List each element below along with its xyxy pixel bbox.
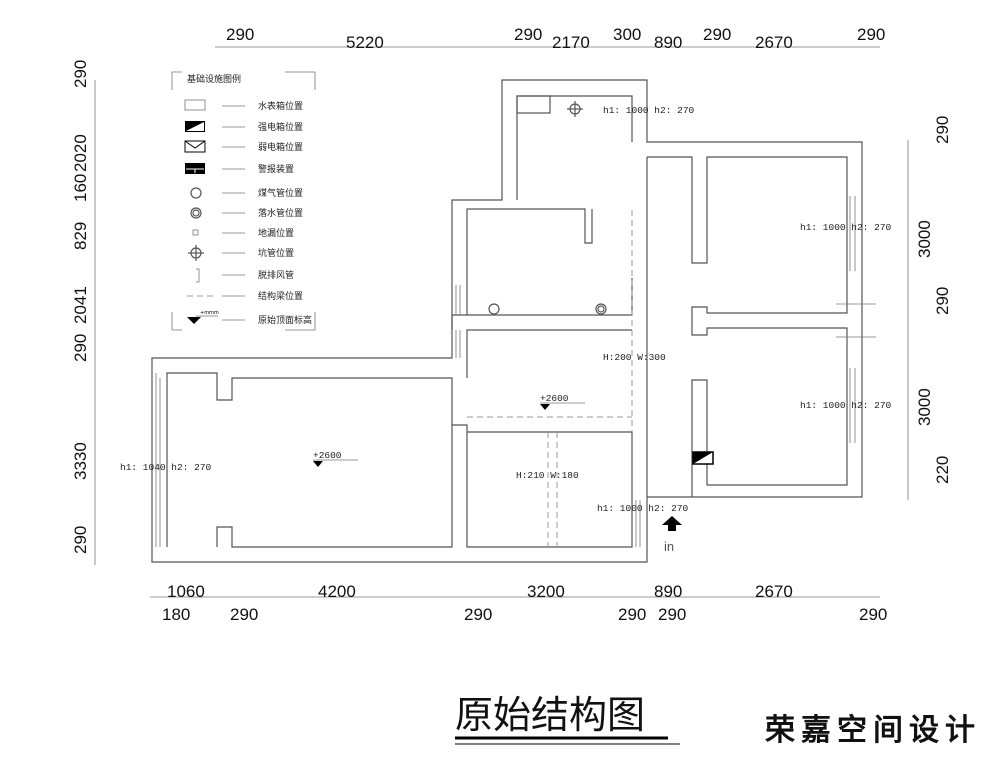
pit-pipe-icon	[567, 101, 583, 117]
svg-text:290: 290	[859, 605, 887, 624]
legend-label: 水表箱位置	[258, 100, 303, 112]
svg-text:290: 290	[226, 25, 254, 44]
legend-label: 结构梁位置	[258, 290, 303, 302]
dimensions-top: 290 5220 290 2170 300 890 290 2670 290	[226, 25, 885, 52]
svg-text:4200: 4200	[318, 582, 356, 601]
legend-label: 警报装置	[258, 163, 294, 175]
svg-text:+mmm: +mmm	[200, 310, 219, 316]
dimensions-bottom: 1060 4200 3200 890 2670 180 290 290 290 …	[162, 582, 887, 624]
legend-label: 脱排风管	[258, 269, 294, 281]
window-annotation: h1: 1000 h2: 270	[800, 222, 892, 233]
entry-label: in	[664, 539, 674, 554]
dimensions-left: 290 2020 160 829 2041 290 3330 290	[71, 60, 90, 554]
drain-pipe-icon	[595, 303, 607, 315]
svg-text:1060: 1060	[167, 582, 205, 601]
svg-text:290: 290	[703, 25, 731, 44]
svg-text:2020: 2020	[71, 134, 90, 172]
svg-text:290: 290	[71, 526, 90, 554]
legend-label: 坑管位置	[258, 247, 294, 259]
svg-text:+2600: +2600	[540, 393, 569, 404]
svg-text:2670: 2670	[755, 582, 793, 601]
water-meter-box-icon	[184, 99, 206, 111]
dimensions-right: 290 3000 290 3000 220	[915, 116, 952, 484]
svg-text:290: 290	[618, 605, 646, 624]
gas-pipe-icon	[488, 303, 500, 315]
svg-text:290: 290	[71, 60, 90, 88]
svg-text:290: 290	[230, 605, 258, 624]
drain-pipe-icon	[190, 207, 202, 219]
svg-text:220: 220	[933, 456, 952, 484]
elevation-marker: +2600	[540, 393, 585, 410]
svg-text:890: 890	[654, 33, 682, 52]
weak-electric-box-icon	[184, 140, 206, 153]
walls	[151, 79, 876, 563]
svg-text:290: 290	[857, 25, 885, 44]
pit-pipe-icon	[188, 245, 204, 261]
svg-text:+2600: +2600	[313, 450, 342, 461]
beam-annotation: H:210 W:180	[516, 470, 579, 481]
legend-label: 原始顶面标高	[258, 314, 312, 326]
legend-label: 地漏位置	[258, 227, 294, 239]
legend-label: 落水管位置	[258, 207, 303, 219]
legend: 基础设施图例 +mmm 水表箱位置 强电箱位置 弱电箱位置 警报装置 煤气管位置…	[171, 71, 316, 331]
svg-text:290: 290	[464, 605, 492, 624]
exhaust-duct-icon	[196, 268, 200, 283]
svg-text:300: 300	[613, 25, 641, 44]
window-annotation: h1: 1000 h2: 270	[800, 400, 892, 411]
svg-text:180: 180	[162, 605, 190, 624]
svg-text:2670: 2670	[755, 33, 793, 52]
beam-annotation: H:200 W:300	[603, 352, 666, 363]
window-annotation: h1: 1000 h2: 270	[597, 503, 689, 514]
svg-text:290: 290	[933, 116, 952, 144]
floor-drain-icon	[192, 229, 199, 236]
svg-text:890: 890	[654, 582, 682, 601]
svg-text:2170: 2170	[552, 33, 590, 52]
svg-text:5220: 5220	[346, 33, 384, 52]
studio-signature: 荣嘉空间设计	[765, 713, 981, 748]
legend-heading: 基础设施图例	[187, 73, 241, 85]
window-annotation: h1: 1040 h2: 270	[120, 462, 212, 473]
svg-text:3330: 3330	[71, 442, 90, 480]
legend-label: 煤气管位置	[258, 187, 303, 199]
svg-text:290: 290	[514, 25, 542, 44]
dimension-lines	[94, 46, 909, 598]
svg-text:3000: 3000	[915, 220, 934, 258]
svg-text:290: 290	[933, 287, 952, 315]
legend-label: 强电箱位置	[258, 121, 303, 133]
gas-pipe-icon	[190, 187, 202, 199]
alarm-device-icon	[185, 163, 205, 174]
strong-electric-box-icon	[692, 451, 714, 465]
svg-text:829: 829	[71, 222, 90, 250]
svg-text:2041: 2041	[71, 286, 90, 324]
svg-text:290: 290	[71, 334, 90, 362]
entry-arrow-icon	[662, 516, 682, 531]
legend-label: 弱电箱位置	[258, 141, 303, 153]
drawing-title: 原始结构图	[455, 693, 645, 737]
svg-text:3000: 3000	[915, 388, 934, 426]
svg-text:3200: 3200	[527, 582, 565, 601]
elevation-marker: +2600	[313, 450, 358, 467]
svg-text:290: 290	[658, 605, 686, 624]
window-annotation: h1: 1000 h2: 270	[603, 105, 695, 116]
ceiling-elevation-icon: +mmm	[187, 310, 219, 324]
svg-text:160: 160	[71, 174, 90, 202]
